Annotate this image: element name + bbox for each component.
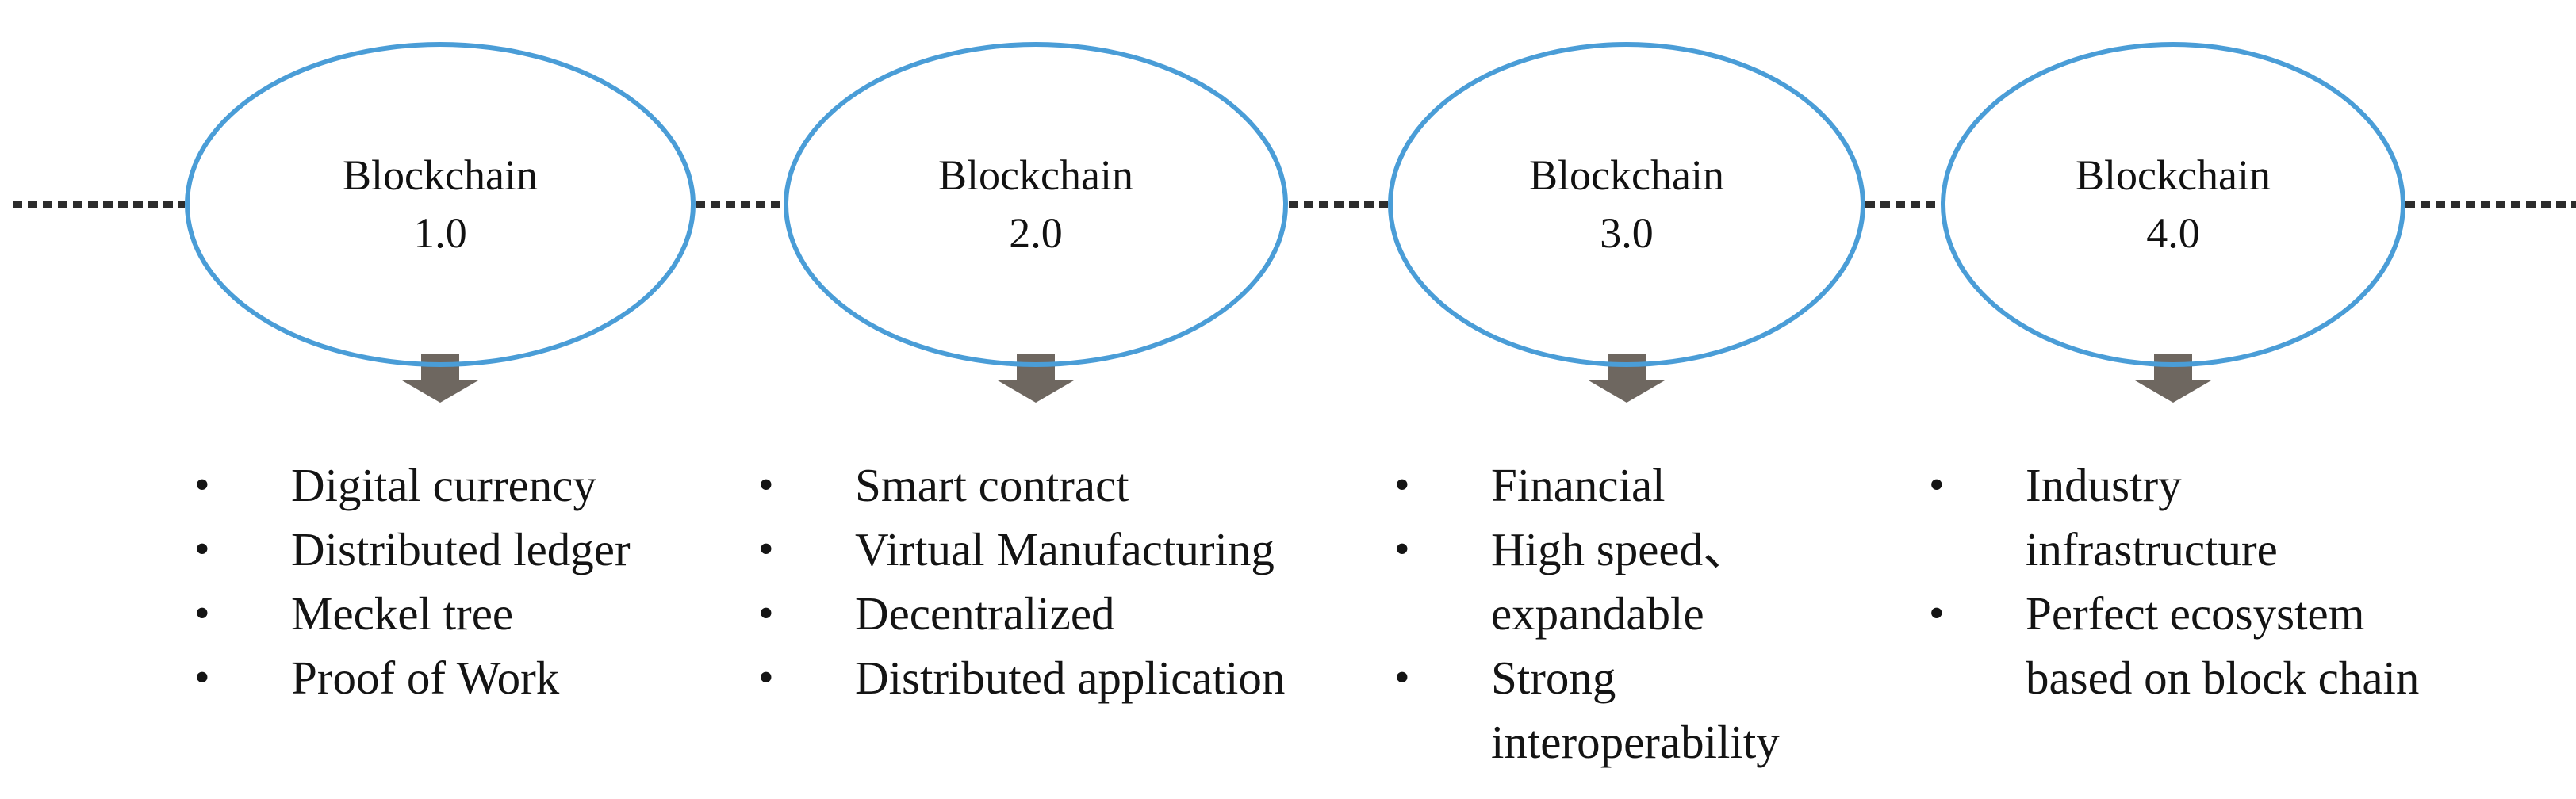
stage-label-line2: 4.0 (2146, 209, 2200, 257)
stage-label-line1: Blockchain (938, 151, 1133, 199)
stage-feature-list: • Industry infrastructure • Perfect ecosys… (1929, 453, 2484, 710)
bullet-icon: • (1929, 461, 1945, 510)
list-item: • Decentralized (758, 582, 1385, 646)
bullet-icon: • (194, 461, 210, 510)
list-item: • Virtual Manufacturing (758, 518, 1385, 582)
list-item-text: Smart contract (855, 459, 1129, 511)
stage-label-line1: Blockchain (1529, 151, 1724, 199)
list-item: • High speed、 expandable (1394, 518, 1838, 646)
list-item-text: Strong interoperability (1491, 652, 1780, 768)
stage-label-line2: 3.0 (1600, 209, 1654, 257)
bullet-icon: • (758, 589, 774, 638)
bullet-icon: • (758, 653, 774, 702)
list-item: • Financial (1394, 453, 1838, 518)
stage-label-line1: Blockchain (2076, 151, 2271, 199)
timeline-dash-segment (1289, 201, 1388, 208)
stage-ellipse-blockchain-3: Blockchain 3.0 (1388, 42, 1865, 367)
stage-label-line2: 2.0 (1009, 209, 1063, 257)
bullet-icon: • (194, 589, 210, 638)
bullet-icon: • (1394, 525, 1410, 574)
list-item-text: Industry infrastructure (2026, 459, 2278, 575)
timeline-dash-segment (2405, 201, 2576, 208)
list-item: • Meckel tree (194, 582, 813, 646)
bullet-icon: • (1394, 653, 1410, 702)
list-item: • Industry infrastructure (1929, 453, 2484, 582)
list-item: • Proof of Work (194, 646, 813, 710)
bullet-icon: • (194, 653, 210, 702)
timeline-dash-segment (696, 201, 784, 208)
list-item-text: Decentralized (855, 587, 1115, 640)
list-item: • Distributed ledger (194, 518, 813, 582)
list-item-text: Digital currency (291, 459, 596, 511)
list-item-text: Distributed application (855, 652, 1286, 704)
stage-ellipse-blockchain-2: Blockchain 2.0 (784, 42, 1288, 367)
stage-label: Blockchain 2.0 (938, 147, 1133, 262)
list-item-text: Virtual Manufacturing (855, 523, 1275, 575)
bullet-icon: • (1394, 461, 1410, 510)
bullet-icon: • (758, 525, 774, 574)
list-item: • Digital currency (194, 453, 813, 518)
list-item-text: High speed、 expandable (1491, 523, 1750, 640)
stage-label-line1: Blockchain (343, 151, 538, 199)
bullet-icon: • (758, 461, 774, 510)
stage-label: Blockchain 4.0 (2076, 147, 2271, 262)
stage-label: Blockchain 1.0 (343, 147, 538, 262)
stage-feature-list: • Digital currency • Distributed ledger • M… (194, 453, 813, 710)
list-item: • Distributed application (758, 646, 1385, 710)
list-item: • Strong interoperability (1394, 646, 1838, 774)
list-item: • Smart contract (758, 453, 1385, 518)
stage-label: Blockchain 3.0 (1529, 147, 1724, 262)
list-item-text: Perfect ecosystem based on block chain (2026, 587, 2420, 704)
list-item: • Perfect ecosystem based on block chain (1929, 582, 2484, 710)
stage-ellipse-blockchain-1: Blockchain 1.0 (185, 42, 696, 367)
timeline-dash-segment (13, 201, 185, 208)
list-item-text: Meckel tree (291, 587, 514, 640)
stage-label-line2: 1.0 (413, 209, 467, 257)
stage-ellipse-blockchain-4: Blockchain 4.0 (1941, 42, 2405, 367)
bullet-icon: • (194, 525, 210, 574)
timeline-dash-segment (1865, 201, 1941, 208)
list-item-text: Distributed ledger (291, 523, 631, 575)
stage-feature-list: • Financial • High speed、 expandable • Stro… (1394, 453, 1838, 774)
list-item-text: Financial (1491, 459, 1666, 511)
stage-feature-list: • Smart contract • Virtual Manufacturing •… (758, 453, 1385, 710)
list-item-text: Proof of Work (291, 652, 560, 704)
bullet-icon: • (1929, 589, 1945, 638)
